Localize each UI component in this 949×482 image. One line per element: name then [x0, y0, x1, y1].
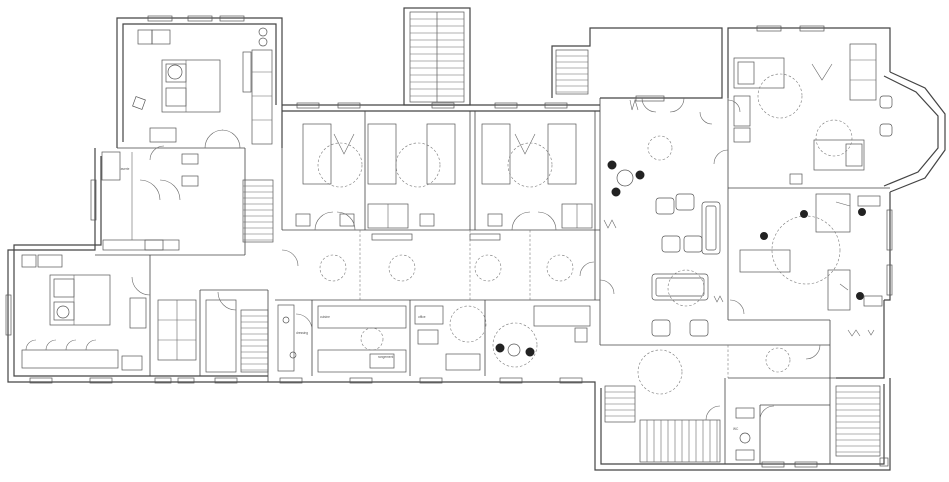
- label-dressing: dressing: [296, 331, 308, 335]
- lounge: [599, 97, 729, 337]
- bedroom-left: [21, 254, 151, 371]
- entrance-hall: WC: [637, 344, 821, 461]
- meeting-room: [729, 193, 883, 337]
- closets-lower-left: [157, 291, 237, 373]
- stair-bottom-left: [604, 385, 721, 463]
- interior-walls: [95, 98, 890, 464]
- stair-bottom-right: [835, 385, 881, 457]
- bathroom-left: [101, 145, 199, 251]
- bedroom-top-right: [727, 43, 893, 185]
- label-wc: WC: [733, 427, 739, 431]
- label-rangement: rangement: [378, 355, 393, 359]
- bedroom-top-left: [132, 27, 273, 149]
- stair-upper-right: [555, 49, 589, 95]
- label-office: office: [418, 315, 426, 319]
- service-room-1: dressing: [277, 304, 313, 372]
- dorm-room-2: [481, 123, 593, 231]
- stair-lower-left: [240, 309, 269, 373]
- office-room: office: [414, 305, 487, 371]
- dining-room: [492, 305, 591, 368]
- label-cuisine: cuisine: [320, 315, 330, 319]
- label-laverie: laverie: [120, 167, 130, 171]
- windows: [5, 15, 893, 468]
- stair-top: [409, 11, 465, 103]
- kitchen: cuisine: [317, 305, 407, 373]
- corridor: [281, 230, 595, 300]
- dorm-room-1: [295, 123, 456, 231]
- exterior-walls: [7, 7, 946, 471]
- stair-left: [242, 179, 274, 243]
